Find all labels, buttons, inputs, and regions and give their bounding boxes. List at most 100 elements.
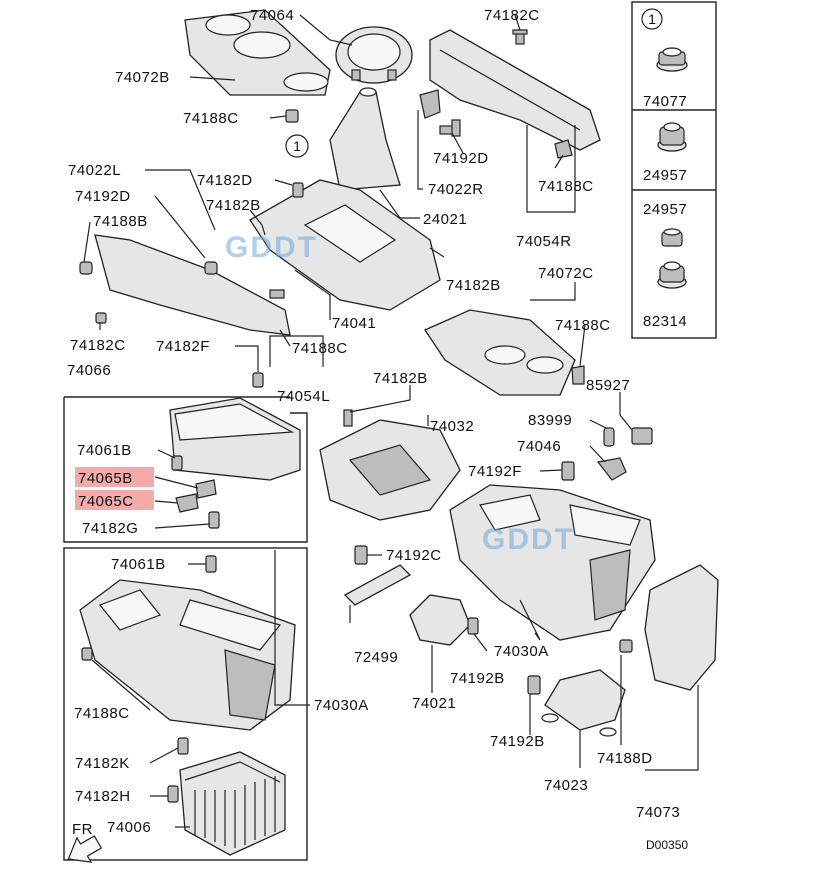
inset-panel: 1 74077 24957 24957 82314	[631, 1, 717, 339]
part-74192C-screw	[354, 545, 368, 565]
callout-circle-1-inset-label: 1	[648, 11, 656, 27]
part-74061B-a	[171, 455, 183, 471]
part-74182K-screw	[177, 737, 189, 755]
part-74072C-bezel	[424, 309, 576, 396]
part-74192F-screw	[561, 461, 575, 481]
callout-circle-1-inset	[641, 8, 663, 30]
label-74041: 74041	[332, 315, 376, 332]
part-74192B-screw-b	[527, 675, 541, 695]
part-74041-shifter-panel	[249, 179, 441, 311]
part-74188D-clip	[619, 639, 633, 653]
label-82314: 82314	[643, 313, 687, 330]
callout-circle-1-diagram-label: 1	[293, 138, 301, 154]
label-72499: 72499	[354, 649, 398, 666]
callout-circle-1-diagram	[285, 134, 309, 158]
part-74182F-screw	[252, 372, 264, 388]
lower-console-group-box	[63, 547, 308, 861]
part-74182C-screw-top	[512, 29, 528, 45]
part-74046	[596, 457, 627, 481]
part-74192D-screw-right	[439, 119, 461, 137]
label-74192D-left: 74192D	[75, 188, 131, 205]
label-74188C-a: 74188C	[183, 110, 239, 127]
label-74182B-b: 74182B	[446, 277, 501, 294]
label-74182B-c: 74182B	[373, 370, 428, 387]
part-74064-ring	[335, 26, 413, 84]
part-74022R-bracket	[419, 89, 441, 119]
label-74023: 74023	[544, 777, 588, 794]
part-74032-bracket	[319, 419, 461, 521]
label-74073: 74073	[636, 804, 680, 821]
label-74182C-left: 74182C	[70, 337, 126, 354]
label-74065C: 74065C	[78, 493, 134, 510]
label-74021: 74021	[412, 695, 456, 712]
part-72499-rail	[343, 564, 412, 606]
label-74072C: 74072C	[538, 265, 594, 282]
part-74021-bracket	[409, 594, 471, 646]
label-74192C: 74192C	[386, 547, 442, 564]
watermark-b: GDDT	[482, 523, 575, 556]
front-direction-label: FR	[72, 821, 93, 838]
part-74006-storage-tray	[179, 751, 286, 856]
part-74188C-clip-c	[571, 365, 585, 385]
part-24957-a-icon	[657, 122, 687, 152]
part-74188C-clip-e	[81, 647, 93, 661]
label-24957-b: 24957	[643, 201, 687, 218]
part-24021-boot	[329, 87, 401, 191]
part-83999	[603, 427, 615, 447]
label-83999: 83999	[528, 412, 572, 429]
label-74072B: 74072B	[115, 69, 170, 86]
label-74030A-b: 74030A	[314, 697, 369, 714]
label-74061B-a: 74061B	[77, 442, 132, 459]
part-24957-b-icon	[661, 228, 683, 247]
part-74182B-screw-c	[343, 409, 353, 427]
label-74192F: 74192F	[468, 463, 522, 480]
part-74182D-screw	[292, 182, 304, 198]
label-74066: 74066	[67, 362, 111, 379]
label-74192D-right: 74192D	[433, 150, 489, 167]
label-74182G: 74182G	[82, 520, 138, 537]
label-74182C-top: 74182C	[484, 7, 540, 24]
part-74072B-bezel	[184, 9, 331, 96]
part-74054R-bracket	[429, 29, 601, 151]
part-74065C-hinge	[175, 493, 199, 513]
diagram-code: D00350	[646, 838, 688, 852]
part-74023-bracket	[541, 669, 626, 737]
label-74064: 74064	[250, 7, 294, 24]
label-74054R: 74054R	[516, 233, 572, 250]
part-74188B-clip	[79, 261, 93, 275]
label-74032: 74032	[430, 418, 474, 435]
part-74077-icon	[656, 47, 688, 72]
label-74188C-d: 74188C	[292, 340, 348, 357]
part-74054L-left-panel	[94, 234, 291, 336]
part-74065B-hinge	[195, 479, 217, 499]
label-74182D: 74182D	[197, 172, 253, 189]
label-74188B: 74188B	[93, 213, 148, 230]
part-74182G-screw	[208, 511, 220, 529]
label-74188D: 74188D	[597, 750, 653, 767]
part-labels: 74064 74182C 74072B 74188C 74192D 74022L…	[67, 7, 688, 852]
label-74182B-a: 74182B	[206, 197, 261, 214]
part-74188C-clip-right	[554, 139, 573, 159]
label-74077: 74077	[643, 93, 687, 110]
highlight-74065B	[75, 467, 154, 487]
part-74182C-screw-left	[95, 312, 107, 324]
part-74061B-b	[205, 555, 217, 573]
label-74192B-b: 74192B	[490, 733, 545, 750]
label-74188C-e: 74188C	[74, 705, 130, 722]
label-74182K: 74182K	[75, 755, 130, 772]
highlight-74065C	[75, 490, 154, 510]
label-74188C-c: 74188C	[555, 317, 611, 334]
label-74006: 74006	[107, 819, 151, 836]
label-74022L: 74022L	[68, 162, 121, 179]
part-74192B-screw-a	[467, 617, 479, 635]
label-74188C-b: 74188C	[538, 178, 594, 195]
part-74182H-screw	[167, 785, 179, 803]
part-74030A-console-right	[449, 484, 656, 641]
part-74188C-clip-top	[285, 109, 299, 123]
label-74054L: 74054L	[277, 388, 330, 405]
label-74065B: 74065B	[78, 470, 133, 487]
leader-lines	[83, 14, 699, 828]
label-74046: 74046	[517, 438, 561, 455]
part-82314-icon	[657, 261, 687, 289]
